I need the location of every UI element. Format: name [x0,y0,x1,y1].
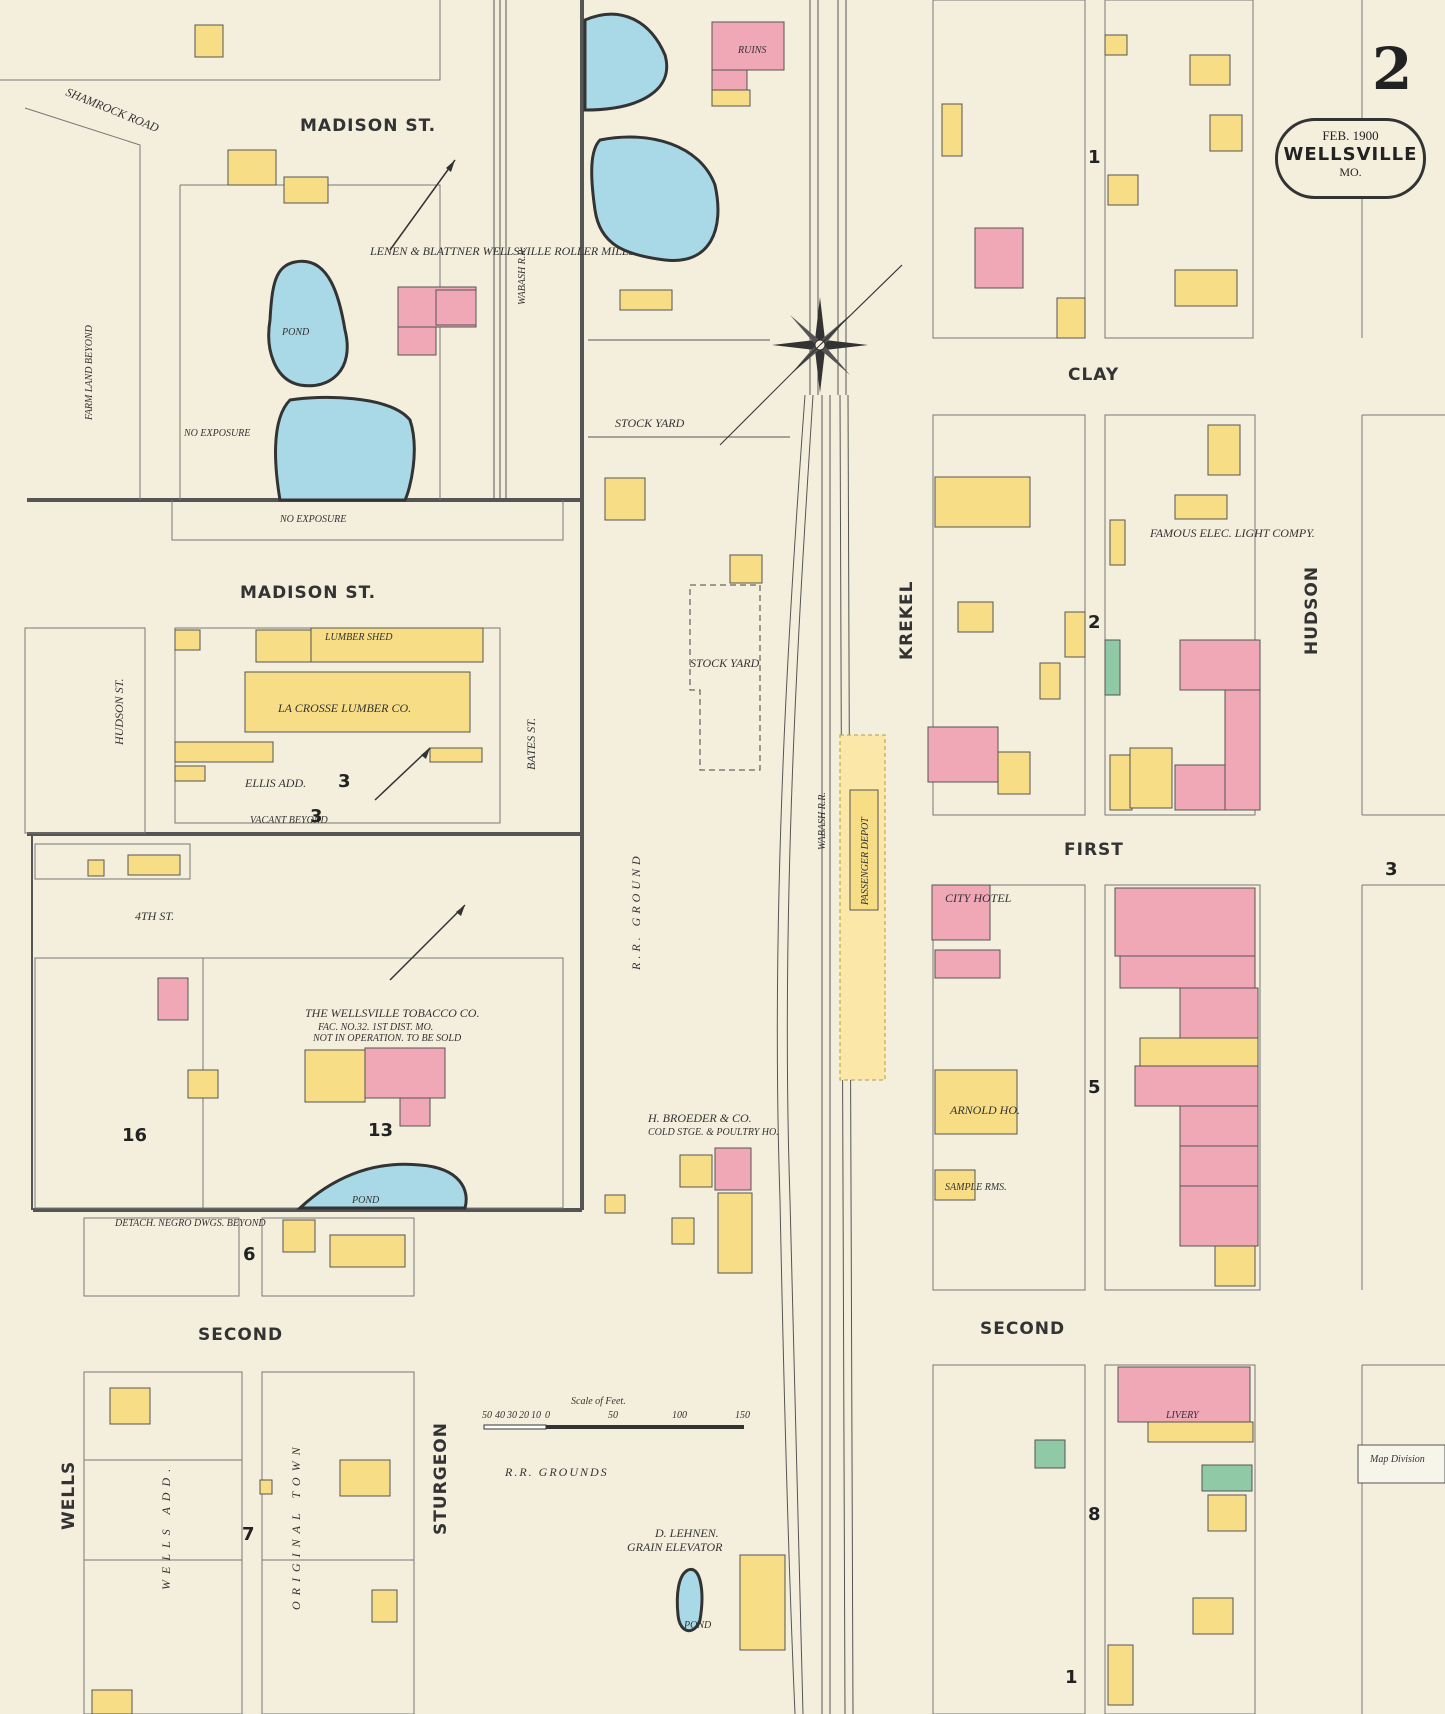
label-rr-grounds: R.R. GROUNDS [504,1465,609,1479]
label-livery: LIVERY [1165,1410,1200,1421]
pond-rr-b [590,135,720,262]
label-tobacco-note: NOT IN OPERATION. TO BE SOLD [312,1033,462,1044]
label-lehnen: D. LEHNEN. [654,1526,719,1540]
label-stock-yard-mid: STOCK YARD [690,656,760,670]
label-detach-negro: DETACH. NEGRO DWGS. BEYOND [114,1218,266,1229]
label-wabash-main: WABASH R.R. [817,792,828,850]
scale-tick-5: 0 [545,1410,550,1421]
label-pond-mid: POND [351,1195,380,1206]
label-lumber-co: LA CROSSE LUMBER CO. [277,701,411,715]
pond-top [267,259,349,388]
compass-rose-icon [719,264,903,446]
street-hudson-left: HUDSON ST. [112,679,126,746]
label-tobacco-co: THE WELLSVILLE TOBACCO CO. [305,1006,479,1020]
title-date: FEB. 1900 [1322,128,1379,143]
scale-tick-1: 40 [495,1410,505,1421]
label-sample-rm: SAMPLE RMS. [945,1182,1007,1193]
inset-tobacco [34,843,564,1210]
label-wells-add: WELLS ADD. [159,1463,173,1590]
block-number-6: 6 [243,1244,256,1265]
block-number-3-inset: 3 [310,806,323,827]
lower-left-blocks [83,1217,415,1714]
block-number-1-top: 1 [1088,147,1101,168]
map-division-stamp [1357,1444,1445,1484]
label-arnold-ho: ARNOLD HO. [949,1103,1020,1117]
block-number-3-inset-small: 3 [338,771,351,792]
street-hudson-right: HUDSON [1302,566,1322,655]
scale-tick-8: 150 [735,1410,750,1421]
street-wells: WELLS [59,1461,79,1530]
label-ruins: RUINS [737,45,766,56]
title-town: WELLSVILLE [1283,144,1418,165]
scale-tick-2: 30 [506,1410,517,1421]
title-state: MO. [1339,165,1362,179]
block-number-1-bottom: 1 [1065,1667,1078,1688]
scale-tick-4: 10 [531,1410,541,1421]
town-blocks [927,0,1445,1714]
street-madison-mid: MADISON ST. [240,583,376,603]
label-no-exposure-mid: NO EXPOSURE [279,514,346,525]
inset-roller-mills [0,0,507,502]
label-rr-ground: R.R. GROUND [629,852,643,971]
inset-panels [27,0,584,1212]
label-tobacco-fac: FAC. NO.32. 1ST DIST. MO. [317,1022,433,1033]
street-clay: CLAY [1068,365,1119,385]
scale-tick-6: 50 [608,1410,618,1421]
street-sturgeon: STURGEON [431,1422,451,1535]
label-wabash-inset: WABASH R.R. [517,247,528,305]
block-number-3-right: 3 [1385,859,1398,880]
passenger-depot [849,789,879,911]
scale-tick-0: 50 [482,1410,492,1421]
street-bates: BATES ST. [524,718,538,770]
block-number-13: 13 [368,1120,393,1141]
label-lehnen-sub: GRAIN ELEVATOR [627,1540,723,1554]
scale-tick-3: 20 [519,1410,529,1421]
scale-tick-7: 100 [672,1410,687,1421]
inset-lumber [24,500,564,834]
label-pond-top: POND [281,327,310,338]
label-famous-elec: FAMOUS ELEC. LIGHT COMPY. [1149,526,1315,540]
label-pond-bottom: POND [683,1620,712,1631]
label-broeder-sub: COLD STGE. & POULTRY HO. [648,1127,779,1138]
street-first: FIRST [1064,840,1124,860]
street-second-left: SECOND [198,1325,283,1345]
label-scale: Scale of Feet. [571,1396,626,1407]
pond-bottom [675,1567,704,1633]
label-map-division: Map Division [1369,1454,1425,1465]
street-fourth: 4TH ST. [135,909,174,923]
label-city-hotel: CITY HOTEL [945,891,1012,905]
label-lumber-shed: LUMBER SHED [324,632,393,643]
label-broeder: H. BROEDER & CO. [647,1111,752,1125]
label-vacant-beyond: VACANT BEYOND [250,815,328,826]
railroad [588,0,854,1714]
block-number-5: 5 [1088,1077,1101,1098]
label-ellis-add: ELLIS ADD. [244,776,306,790]
block-number-16: 16 [122,1125,147,1146]
label-original-town: ORIGINAL TOWN [289,1441,303,1610]
label-no-exposure-top: NO EXPOSURE [183,428,250,439]
block-number-2: 2 [1088,612,1101,633]
label-farm-land: FARM LAND BEYOND [84,324,95,421]
block-number-7: 7 [242,1524,255,1545]
scale-bar [483,1424,744,1430]
pond-mid [296,1162,468,1210]
label-stock-yard-top: STOCK YARD [615,416,685,430]
sheet-number: 2 [1372,35,1413,103]
block-number-8: 8 [1088,1504,1101,1525]
label-roller-mills: LENEN & BLATTNER WELLSVILLE ROLLER MILLS… [369,244,638,258]
title-cartouche: FEB. 1900 WELLSVILLE MO. [1275,118,1426,199]
label-passenger-depot: PASSENGER DEPOT [860,816,871,906]
street-second-right: SECOND [980,1319,1065,1339]
street-krekel: KREKEL [897,581,917,661]
pond-rr-a [583,12,669,112]
street-madison-top: MADISON ST. [300,116,436,136]
